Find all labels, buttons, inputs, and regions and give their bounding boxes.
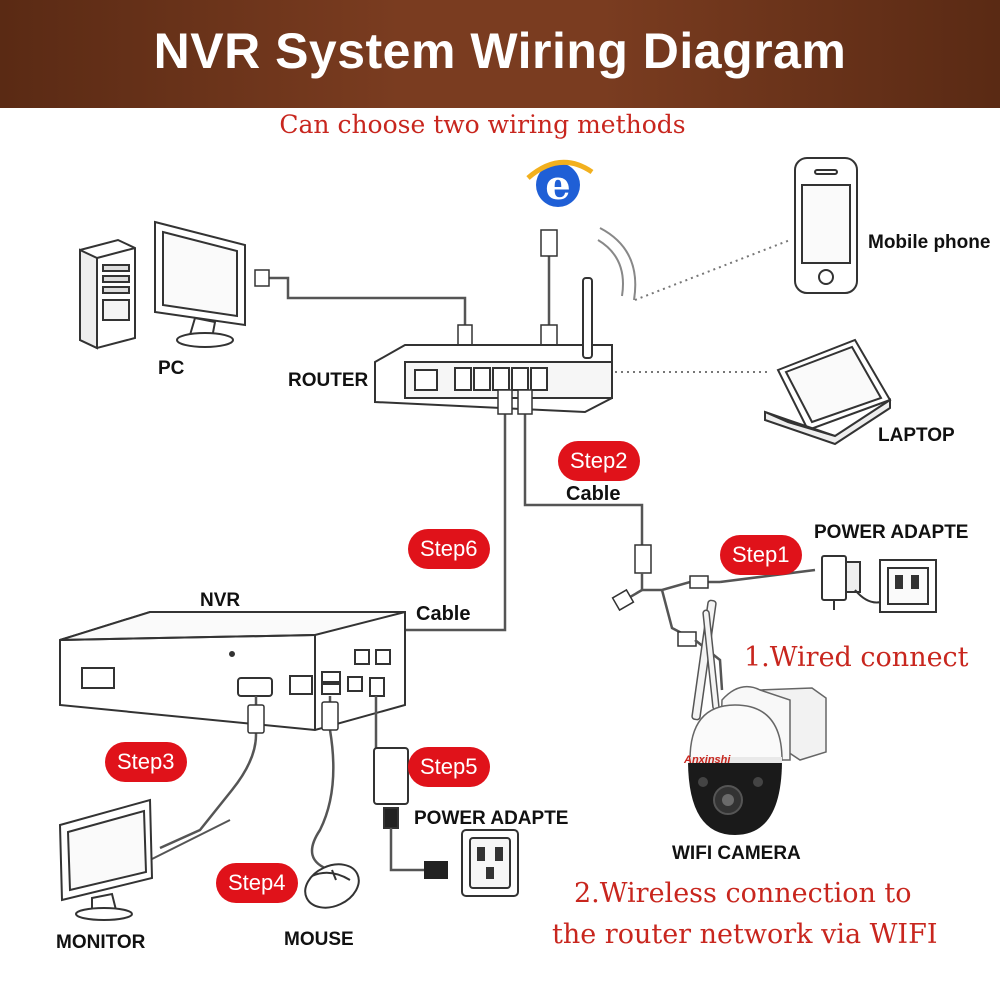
step3-badge: Step3 [105,742,187,782]
laptop-icon [764,338,892,446]
wired-connect-text: 1.Wired connect [744,642,969,673]
step4-badge: Step4 [216,863,298,903]
camera-power-adapter-label: POWER ADAPTE [814,522,969,543]
router-label: ROUTER [288,370,369,391]
monitor-icon [58,798,154,921]
title-banner [0,0,1000,108]
svg-text:e: e [545,162,570,209]
page-title: NVR System Wiring Diagram [153,23,847,79]
wall-outlet-icon [879,559,937,613]
mobile-phone-label: Mobile phone [868,232,991,253]
step5-badge: Step5 [408,747,490,787]
laptop-label: LAPTOP [878,425,955,446]
pc-monitor-icon [154,220,246,348]
wifi-camera-icon [688,599,827,835]
monitor-label: MONITOR [56,932,146,953]
step2-badge: Step2 [558,441,640,481]
step6-badge: Step6 [408,529,490,569]
nvr-power-adapter-label: POWER ADAPTE [414,808,569,829]
cable-label-router-camera: Cable [566,483,621,505]
wifi-camera-label: WIFI CAMERA [672,843,801,864]
nvr-device-icon [59,611,406,732]
wall-socket-icon [461,829,519,897]
pc-label: PC [158,358,185,379]
wireless-connection-text-line2: the router network via WIFI [552,919,938,950]
wifi-signal-icon [597,227,637,301]
camera-brand-logo: Anxinshi [684,754,731,766]
mobile-phone-icon [794,157,858,294]
mouse-icon [304,863,360,909]
mouse-label: MOUSE [284,929,354,950]
pc-tower-icon [79,238,136,350]
step1-badge: Step1 [720,535,802,575]
nvr-power-adapter-icon [373,747,409,829]
cable-label-router-nvr: Cable [416,603,471,625]
wireless-connection-text-line1: 2.Wireless connection to [574,878,912,909]
router-icon [374,277,613,414]
nvr-label: NVR [200,590,241,611]
internet-explorer-icon: e [526,159,594,209]
subtitle: Can choose two wiring methods [279,110,686,139]
camera-power-adapter-icon [821,555,861,610]
